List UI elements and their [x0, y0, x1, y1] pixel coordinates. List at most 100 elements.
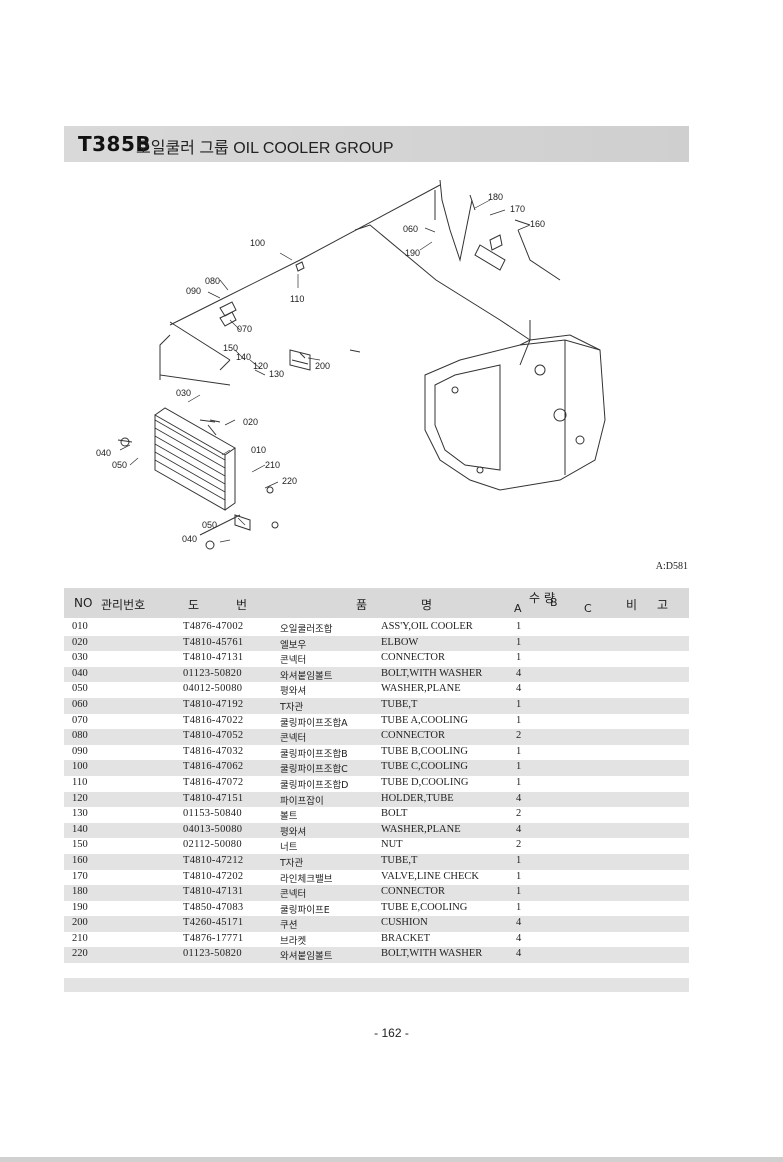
row-name-korean: 와셔붙임볼트: [280, 670, 333, 682]
row-no: 160: [72, 854, 88, 866]
row-part-number: T4816-47062: [183, 761, 244, 773]
callout-050: 050: [112, 460, 127, 470]
col-name-2: 명: [421, 598, 433, 612]
callout-210: 210: [265, 460, 280, 470]
row-name-korean: 쿨링파이프조합B: [280, 748, 348, 760]
row-part-number: T4810-45761: [183, 636, 244, 648]
row-part-number: 04013-50080: [183, 823, 243, 835]
parts-table: NO 관리번호 도 번 품 명 수 량 A B C 비 고 010 T4876-4…: [64, 588, 689, 964]
row-name-korean: T자관: [280, 701, 304, 713]
row-name-english: TUBE C,COOLING: [381, 761, 468, 773]
row-no: 100: [72, 761, 88, 773]
row-name-english: TUBE,T: [381, 854, 418, 866]
row-part-number: T4816-47072: [183, 776, 244, 788]
row-part-number: 01123-50820: [183, 667, 242, 679]
table-row: 020 T4810-45761 엘보우 ELBOW 1: [64, 635, 689, 652]
row-qty-a: 1: [516, 886, 522, 898]
row-name-english: WASHER,PLANE: [381, 683, 461, 695]
row-name-english: CONNECTOR: [381, 652, 445, 664]
row-name-korean: 라인체크밸브: [280, 873, 333, 885]
row-name-korean: 쿨링파이프조합D: [280, 779, 349, 791]
row-part-number: T4810-47052: [183, 730, 244, 742]
callout-170: 170: [510, 204, 525, 214]
row-name-english: BOLT,WITH WASHER: [381, 948, 483, 960]
table-footer-band: [64, 978, 689, 992]
table-header: NO 관리번호 도 번 품 명 수 량 A B C 비 고: [64, 588, 689, 618]
row-no: 020: [72, 636, 88, 648]
row-name-english: TUBE A,COOLING: [381, 714, 468, 726]
row-part-number: T4810-47131: [183, 652, 244, 664]
callout-140: 140: [236, 352, 251, 362]
row-name-korean: 쿨링파이프조합A: [280, 717, 348, 729]
callout-040b: 040: [182, 534, 197, 544]
row-name-english: ELBOW: [381, 636, 419, 648]
row-qty-a: 2: [516, 730, 522, 742]
row-qty-a: 4: [516, 792, 522, 804]
row-part-number: 04012-50080: [183, 683, 243, 695]
row-no: 180: [72, 886, 88, 898]
row-qty-a: 1: [516, 745, 522, 757]
row-qty-a: 4: [516, 823, 522, 835]
row-name-english: HOLDER,TUBE: [381, 792, 454, 804]
col-qty-c: C: [584, 602, 592, 615]
callout-020: 020: [243, 417, 258, 427]
callout-200: 200: [315, 361, 330, 371]
group-code: T385B: [78, 132, 152, 156]
row-part-number: 02112-50080: [183, 839, 242, 851]
row-qty-a: 2: [516, 839, 522, 851]
callout-labels: 180 170 160 060 190 100 110 080 090 070 …: [96, 192, 545, 544]
col-mgmt: 관리번호: [101, 598, 146, 612]
col-remarks-2: 고: [657, 598, 669, 612]
section-title-bar: T385B 오일쿨러 그룹 OIL COOLER GROUP: [64, 126, 689, 162]
row-qty-a: 1: [516, 854, 522, 866]
row-part-number: T4876-17771: [183, 932, 244, 944]
row-name-english: TUBE E,COOLING: [381, 901, 468, 913]
callout-190: 190: [405, 248, 420, 258]
row-no: 010: [72, 621, 88, 632]
col-remarks-1: 비: [626, 598, 638, 612]
row-qty-a: 4: [516, 917, 522, 929]
row-qty-a: 4: [516, 932, 522, 944]
row-name-korean: 쿨링파이프E: [280, 904, 330, 916]
col-qty: 수 량: [529, 591, 555, 605]
group-title: 오일쿨러 그룹 OIL COOLER GROUP: [136, 140, 394, 157]
row-name-korean: 엘보우: [280, 639, 307, 651]
row-qty-a: 1: [516, 621, 522, 632]
row-qty-a: 1: [516, 761, 522, 773]
row-name-english: NUT: [381, 839, 403, 851]
table-row: 210 T4876-17771 브라켓 BRACKET 4: [64, 932, 689, 948]
row-name-english: BRACKET: [381, 932, 431, 944]
row-no: 190: [72, 901, 88, 913]
figure-reference: A:D581: [655, 561, 688, 572]
row-part-number: T4876-47002: [183, 621, 244, 632]
row-name-english: VALVE,LINE CHECK: [381, 870, 480, 882]
row-name-english: CUSHION: [381, 917, 428, 929]
row-part-number: T4850-47083: [183, 901, 244, 913]
row-qty-a: 1: [516, 636, 522, 648]
row-qty-a: 1: [516, 776, 522, 788]
callout-090: 090: [186, 286, 201, 296]
row-no: 170: [72, 870, 88, 882]
row-part-number: T4810-47151: [183, 792, 244, 804]
row-name-english: ASS'Y,OIL COOLER: [381, 621, 473, 632]
callout-100: 100: [250, 238, 265, 248]
row-name-english: TUBE D,COOLING: [381, 776, 469, 788]
callout-040: 040: [96, 448, 111, 458]
row-no: 080: [72, 730, 88, 742]
row-name-korean: 브라켓: [280, 935, 307, 947]
page-number: - 162 -: [374, 1026, 409, 1040]
row-part-number: T4810-47131: [183, 886, 244, 898]
row-name-korean: 평와셔: [280, 686, 307, 698]
row-no: 210: [72, 932, 88, 944]
row-no: 030: [72, 652, 88, 664]
